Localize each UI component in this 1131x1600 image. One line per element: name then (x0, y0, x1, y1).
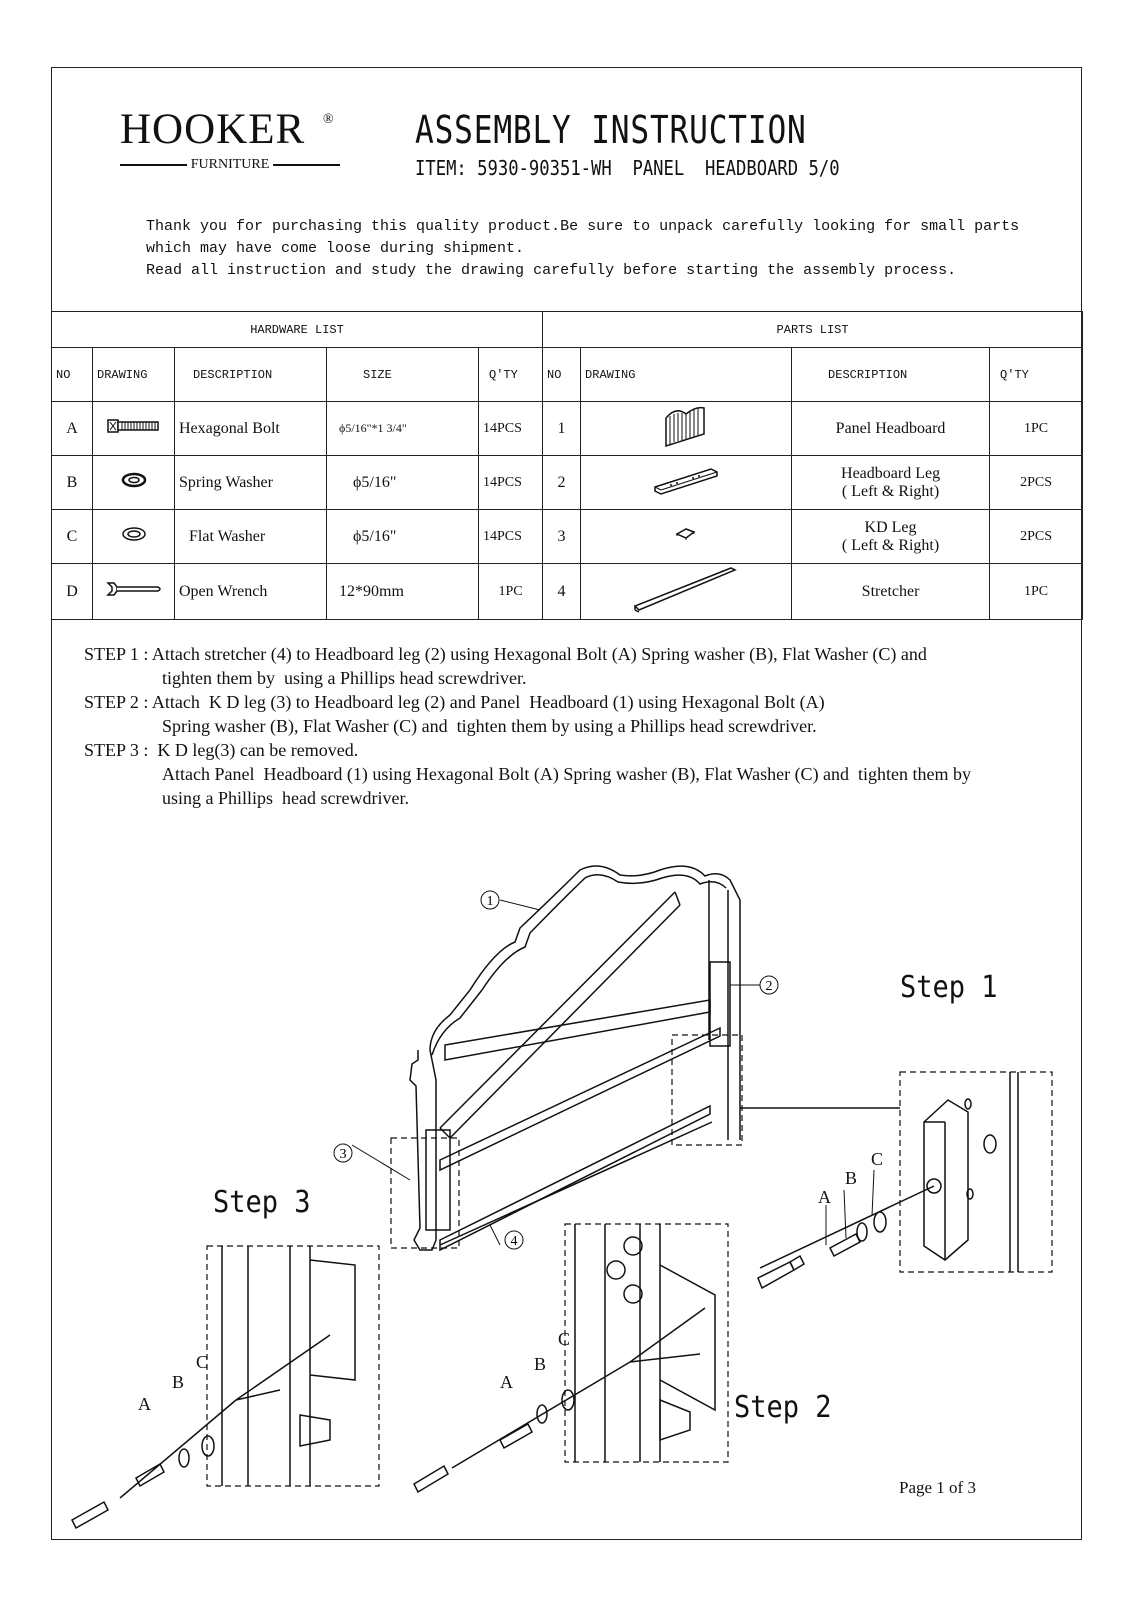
kd-leg-icon (675, 528, 696, 540)
panel-headboard-icon (665, 406, 705, 448)
table-row: A Hexagonal Bolt ϕ5/16"*1 3/4" 14PCS 1 P… (51, 401, 1084, 456)
hexagonal-bolt-icon (106, 419, 159, 433)
flat-washer-icon (121, 527, 146, 541)
hooker-logo: HOOKER ® FURNITURE (120, 108, 340, 173)
col-qty: Q'TY (989, 347, 1084, 402)
col-qty: Q'TY (477, 347, 544, 402)
brand-name: HOOKER (120, 106, 306, 153)
svg-text:4: 4 (511, 1234, 518, 1249)
col-no: NO (542, 347, 582, 402)
col-drawing: DRAWING (580, 347, 793, 402)
label-b: B (845, 1168, 857, 1188)
callout-2: 2 (759, 975, 779, 995)
step-1-text: STEP 1 : Attach stretcher (4) to Headboa… (84, 644, 927, 664)
table-row: D Open Wrench 12*90mm 1PC 4 Stretcher 1P… (51, 563, 1084, 620)
parts-list-title: PARTS LIST (542, 311, 1084, 348)
label-b: B (172, 1372, 184, 1392)
label-a: A (818, 1187, 831, 1207)
label-a: A (138, 1394, 151, 1414)
col-size: SIZE (326, 347, 479, 402)
brand-sub: FURNITURE (190, 157, 270, 172)
headboard-leg-icon (654, 468, 718, 495)
label-b: B (534, 1354, 546, 1374)
label-c: C (196, 1352, 208, 1372)
callout-4: 4 (504, 1230, 524, 1250)
label-c: C (558, 1329, 570, 1349)
callout-3: 3 (333, 1143, 353, 1163)
col-no: NO (51, 347, 93, 402)
label-c: C (871, 1149, 883, 1169)
step-3-text: STEP 3 : K D leg(3) can be removed. (84, 740, 359, 760)
page-number: Page 1 of 3 (899, 1478, 976, 1497)
page-frame (51, 67, 1082, 1540)
item-number: ITEM: 5930-90351-WH PANEL HEADBOARD 5/0 (415, 156, 840, 180)
open-wrench-icon (105, 582, 161, 596)
step-3-label: Step 3 (213, 1185, 311, 1220)
step-2-label: Step 2 (734, 1390, 832, 1425)
table-row: C Flat Washer ϕ5/16" 14PCS 3 KD Leg( Lef… (51, 509, 1084, 564)
assembly-steps: STEP 1 : Attach stretcher (4) to Headboa… (84, 644, 972, 808)
col-drawing: DRAWING (92, 347, 175, 402)
parts-table: HARDWARE LIST PARTS LIST NO DRAWING DESC… (50, 311, 1084, 620)
svg-text:1: 1 (487, 894, 494, 909)
label-a: A (500, 1372, 513, 1392)
step-2-text: STEP 2 : Attach K D leg (3) to Headboard… (84, 692, 825, 712)
callout-1: 1 (480, 890, 500, 910)
intro-text: Thank you for purchasing this quality pr… (146, 218, 1020, 279)
registered-mark: ® (323, 112, 334, 127)
svg-text:2: 2 (766, 979, 773, 994)
step-1-label: Step 1 (900, 970, 998, 1005)
document-title: ASSEMBLY INSTRUCTION (415, 108, 807, 152)
spring-washer-icon (121, 472, 146, 488)
stretcher-icon (633, 567, 737, 613)
svg-text:3: 3 (340, 1147, 347, 1162)
